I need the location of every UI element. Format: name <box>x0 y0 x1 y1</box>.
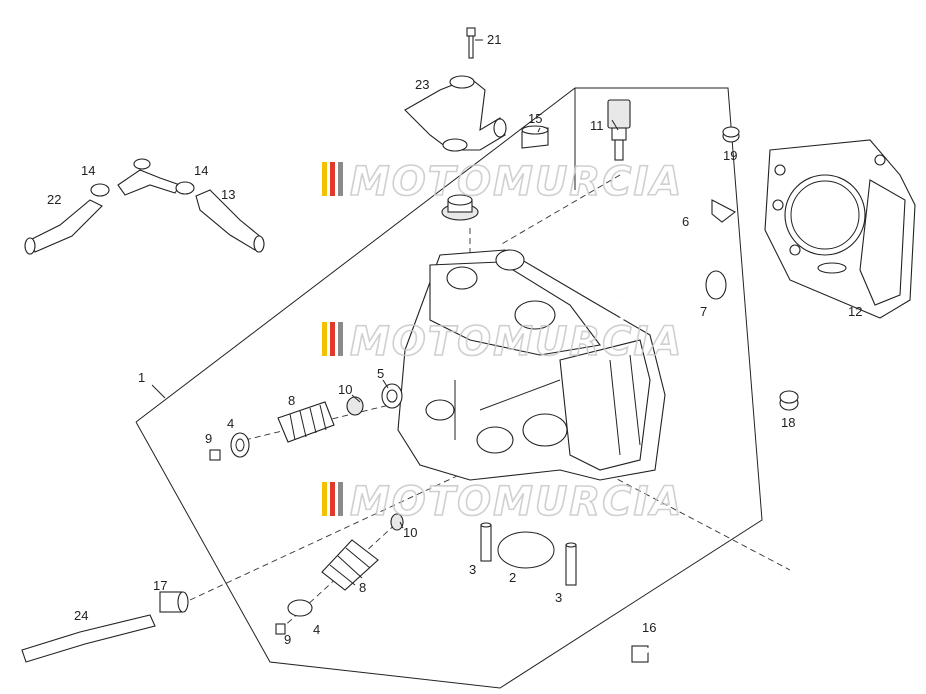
callout-6: 6 <box>682 214 689 229</box>
spring-retainer-upper <box>230 432 250 458</box>
callout-9-lower: 9 <box>284 632 291 647</box>
valve-spring-lower <box>321 539 379 591</box>
watermark-bottom: MOTOMURCIA <box>322 478 683 526</box>
cylinder-head <box>397 249 666 481</box>
callout-7: 7 <box>700 304 707 319</box>
o-ring <box>497 531 555 569</box>
callout-19: 19 <box>723 148 737 163</box>
callout-2: 2 <box>509 570 516 585</box>
dowel-pin-left <box>480 522 492 562</box>
watermark-text-bottom: MOTOMURCIA <box>350 479 683 525</box>
callout-13: 13 <box>221 187 235 202</box>
callout-14-right: 14 <box>194 163 208 178</box>
callout-17: 17 <box>153 578 167 593</box>
valve-stem-seal-lower <box>390 513 404 531</box>
callout-22: 22 <box>47 192 61 207</box>
valve-keeper-upper <box>209 449 221 461</box>
watermark-text-top: MOTOMURCIA <box>350 159 683 205</box>
breather-hose <box>21 614 156 663</box>
callout-23: 23 <box>415 77 429 92</box>
housing-screw <box>466 27 476 59</box>
head-gasket <box>764 139 916 319</box>
valve-stem-seal-upper <box>346 396 364 416</box>
thermostat <box>441 194 479 221</box>
valve-spring-upper <box>277 401 335 443</box>
spring-retainer-lower <box>287 599 313 617</box>
thermostat-housing <box>404 75 507 152</box>
coolant-tee-fitting <box>117 158 181 196</box>
callout-3-left: 3 <box>469 562 476 577</box>
callout-21: 21 <box>487 32 501 47</box>
callout-12: 12 <box>848 304 862 319</box>
dowel-bushing-right <box>779 390 799 411</box>
callout-14-left: 14 <box>81 163 95 178</box>
callout-4-upper: 4 <box>227 416 234 431</box>
callout-5: 5 <box>377 366 384 381</box>
dowel-bushing-top <box>722 126 740 143</box>
callout-11: 11 <box>590 118 604 133</box>
head-bolt <box>631 570 782 663</box>
callout-8-lower: 8 <box>359 580 366 595</box>
spring-seat <box>381 383 403 409</box>
callout-16: 16 <box>642 620 656 635</box>
callout-1: 1 <box>138 370 145 385</box>
valve-keeper-lower <box>275 623 286 635</box>
callout-9-upper: 9 <box>205 431 212 446</box>
callout-24: 24 <box>74 608 88 623</box>
callout-15: 15 <box>528 111 542 126</box>
valve-intake <box>611 270 727 324</box>
watermark-middle: MOTOMURCIA <box>322 318 683 366</box>
watermark-top: MOTOMURCIA <box>322 158 683 206</box>
coolant-hose-right <box>195 189 265 253</box>
temperature-sensor <box>607 99 631 161</box>
coolant-hose-left <box>24 199 103 255</box>
assembly-outline <box>135 87 763 689</box>
sealing-ring <box>521 125 549 149</box>
hose-fitting <box>159 591 189 613</box>
valve-exhaust <box>620 199 737 300</box>
dowel-pin-right <box>565 542 577 586</box>
watermark-text-middle: MOTOMURCIA <box>350 319 683 365</box>
callout-labels: 1 2 3 3 4 4 5 6 7 8 8 9 9 10 10 11 12 13… <box>47 32 862 647</box>
callout-10-lower: 10 <box>403 525 417 540</box>
hose-clamp-right <box>175 181 195 195</box>
callout-10-upper: 10 <box>338 382 352 397</box>
callout-3-right: 3 <box>555 590 562 605</box>
callout-18: 18 <box>781 415 795 430</box>
hose-clamp-left <box>90 183 110 197</box>
callout-8-upper: 8 <box>288 393 295 408</box>
callout-4-lower: 4 <box>313 622 320 637</box>
leader-lines <box>151 39 619 529</box>
